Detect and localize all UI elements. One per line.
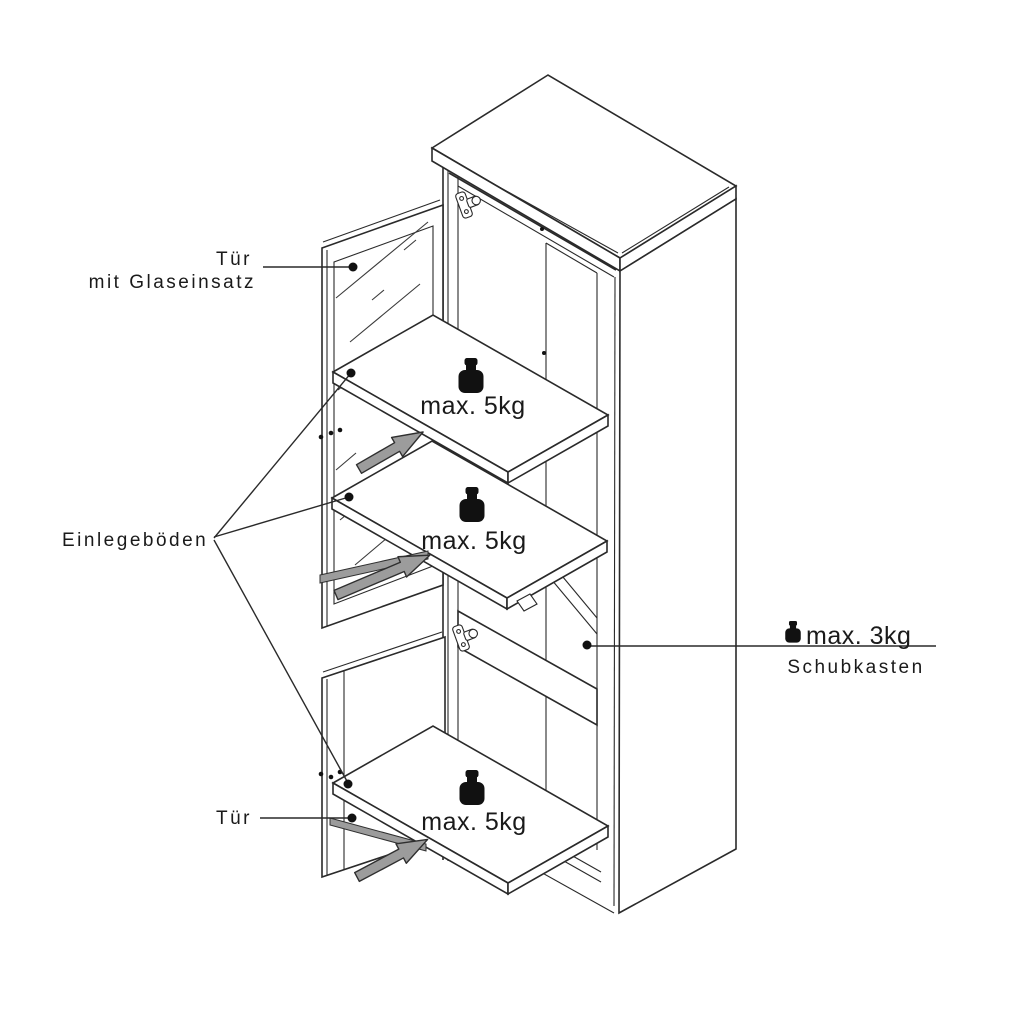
- glass-door-label-line2: mit Glaseinsatz: [89, 272, 256, 293]
- drawer-label: Schubkasten: [787, 657, 924, 678]
- drawer-max-load-label: max. 3kg: [806, 622, 911, 650]
- shelf3-max-load-label: max. 5kg: [421, 808, 526, 836]
- drawer-front: [457, 609, 598, 727]
- shelf-support-pin: [516, 593, 538, 612]
- shelf-pin-holes-bottom: [318, 769, 343, 780]
- insert-arrows: [319, 431, 431, 883]
- shelf1-max-load-label: max. 5kg: [420, 392, 525, 420]
- shelf-1: [331, 314, 610, 485]
- glass-door-label-line1: Tür: [216, 249, 252, 270]
- insert-arrow-shelf3: [353, 838, 429, 883]
- leader-lines: [213, 262, 936, 823]
- shelves-label: Einlegeböden: [62, 530, 208, 551]
- insert-arrow-shelf1: [355, 431, 424, 475]
- insert-arrow-shelf2: [333, 554, 431, 601]
- cabinet-right-side-panel: [618, 197, 737, 915]
- shelf-pin-holes-top: [318, 427, 343, 440]
- load-limits: max. 5kg max. 5kg max. 5kg: [420, 358, 526, 836]
- weight-icon-small: [785, 620, 801, 643]
- shelf2-max-load-label: max. 5kg: [421, 527, 526, 555]
- bottom-door-label: Tür: [216, 808, 252, 829]
- callout-labels: Tür mit Glaseinsatz Einlegeböden Tür max…: [62, 249, 924, 829]
